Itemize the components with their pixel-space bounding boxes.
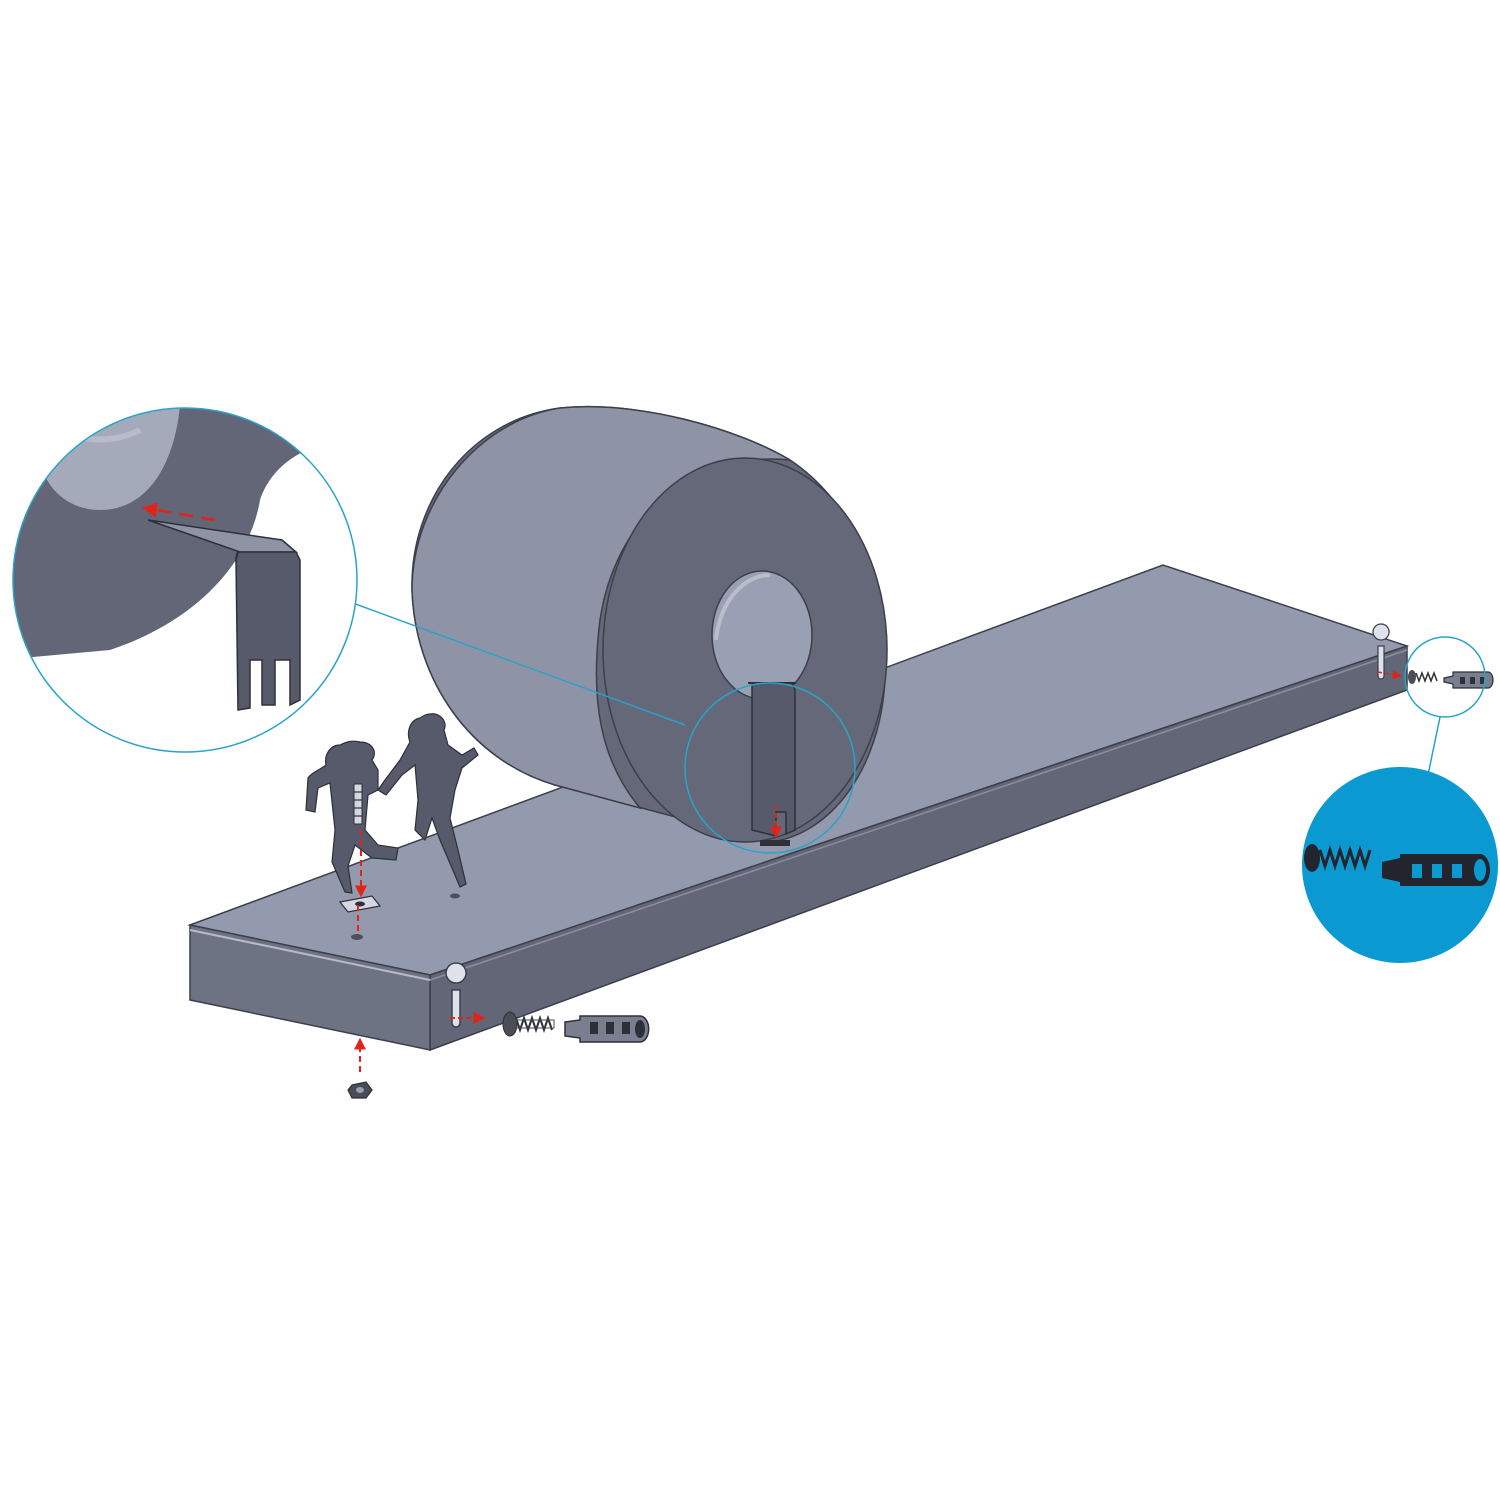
screw — [502, 1011, 555, 1037]
figure-girl — [377, 713, 479, 888]
insert-arrow — [142, 502, 216, 522]
hex-nut — [347, 1081, 373, 1099]
bracket-detail-callout — [12, 407, 856, 854]
wall-anchor — [1443, 671, 1494, 689]
figure-boy — [305, 740, 399, 894]
roll-core-hole — [711, 570, 813, 700]
callout-source-ring — [1404, 636, 1486, 718]
keyhole-slot — [445, 962, 467, 1028]
anchor-detail-callout — [1302, 636, 1498, 963]
callout-leader — [1427, 716, 1441, 776]
insert-arrow — [1377, 670, 1402, 680]
fold-edge — [429, 649, 1408, 981]
shelf-end-face — [189, 924, 431, 1051]
core-highlight — [714, 573, 771, 641]
bolt-hole — [351, 934, 363, 940]
bolt-hole — [450, 893, 460, 899]
wall-anchor — [564, 1015, 650, 1043]
toilet-roll — [411, 405, 888, 843]
bolt-hole — [355, 901, 365, 907]
roll-holder-bracket — [748, 682, 796, 846]
callout-detail-ring — [12, 407, 358, 753]
roll-back-edge — [411, 405, 791, 810]
callout-source-ring — [684, 682, 856, 854]
running-figures-decoration — [305, 713, 479, 894]
fold-edge — [189, 929, 431, 981]
screw — [1408, 670, 1438, 684]
keyhole-slot — [1372, 623, 1390, 680]
callout-leader — [349, 601, 686, 726]
bracket-slot — [760, 840, 790, 846]
